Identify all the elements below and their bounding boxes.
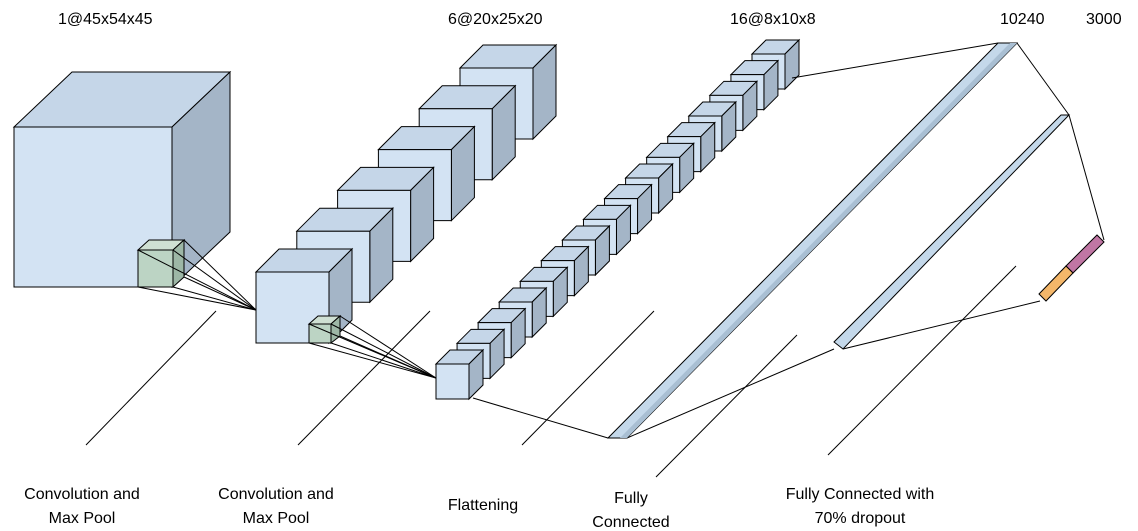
fc2-layer-3000 — [833, 114, 1071, 350]
stage-label-conv-pool-2-line2: Max Pool — [243, 510, 310, 527]
kernel-1 — [136, 238, 186, 289]
conv1-feature-maps — [254, 43, 558, 345]
stage-label-fc-dropout-line2: 70% dropout — [815, 510, 906, 527]
stage-label-fully-connected-line1: Fully — [614, 490, 648, 507]
label-conv2-shape: 16@8x10x8 — [730, 11, 816, 28]
conv2-feature-maps — [434, 38, 801, 401]
projection-lines-2 — [308, 315, 437, 379]
label-conv1-shape: 6@20x25x20 — [448, 11, 543, 28]
conv2-map-1 — [434, 348, 485, 401]
stage-label-conv-pool-1-line2: Max Pool — [49, 510, 116, 527]
output-units — [1038, 234, 1105, 302]
connection-lines — [472, 42, 1105, 439]
stage-label-fc-dropout-line1: Fully Connected with — [786, 486, 935, 503]
stage-label-conv-pool-2-line1: Convolution and — [218, 486, 334, 503]
input-volume — [12, 70, 232, 289]
stage-label-flattening: Flattening — [448, 497, 518, 514]
fc1-layer-10240 — [606, 42, 1019, 439]
kernel-2 — [307, 314, 342, 345]
label-input-shape: 1@45x54x45 — [58, 11, 153, 28]
separator-lines — [85, 265, 1017, 478]
stage-label-fully-connected-line2: Connected — [592, 514, 669, 531]
projection-lines-1 — [137, 239, 257, 311]
stage-label-conv-pool-1-line1: Convolution and — [24, 486, 140, 503]
label-fc2-size: 3000 — [1086, 11, 1122, 28]
label-fc1-size: 10240 — [1000, 11, 1045, 28]
